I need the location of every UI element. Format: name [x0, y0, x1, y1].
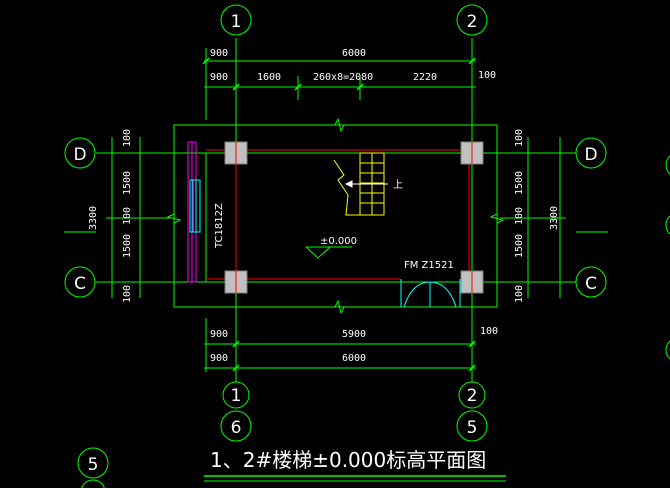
axis-bubble-left-D: [64, 137, 96, 169]
dim-top-overall: 6000: [342, 48, 366, 59]
dim-bottom-overall: 6000: [342, 353, 366, 364]
axis-label-bottom-5: 5: [467, 418, 478, 438]
axis-label-top-1: 1: [231, 12, 242, 32]
dim-bottom-right-small: 100: [480, 326, 498, 337]
break-mark-left: [166, 210, 182, 227]
tick-b3: [232, 364, 240, 372]
dim-right-seg-4: 1500: [514, 234, 525, 258]
axis-bubble-right-C: [575, 266, 607, 298]
axis-label-bottom-6: 6: [231, 418, 242, 438]
elevation-triangle: [305, 246, 331, 259]
axis-bubble-left-C: [64, 266, 96, 298]
stair-arrow-head: [344, 180, 353, 188]
dim-top-seg-3: 2220: [413, 72, 437, 83]
axis-label-bottom-2: 2: [467, 386, 478, 406]
axis-bubble-right-edge-2: [665, 215, 670, 235]
dim-left-seg-2: 1500: [122, 171, 133, 195]
dim-right-seg-5: 100: [514, 285, 525, 303]
break-mark-top: [330, 117, 350, 133]
dim-top-seg-1: 1600: [257, 72, 281, 83]
dim-right-total: 3300: [549, 206, 560, 230]
dim-left-seg-3: 100: [122, 207, 133, 225]
elevation-label: ±0.000: [320, 236, 357, 247]
dim-left-seg-4: 1500: [122, 234, 133, 258]
stair-break: [333, 159, 360, 216]
axis-label-right-C: C: [585, 274, 597, 294]
door-swing-left: [403, 281, 431, 308]
axis-bubble-left-5: [77, 447, 109, 479]
dim-bottom-offset-1: 900: [210, 329, 228, 340]
stair-up-label: 上: [393, 179, 403, 191]
dim-right-seg-1: 100: [514, 129, 525, 147]
axis-bubble-left-extra: [81, 479, 105, 488]
tick-t3: [232, 83, 240, 91]
dim-top-offset-outer: 900: [210, 48, 228, 59]
axis-bubble-bottom-6: [220, 410, 252, 442]
axis-label-top-2: 2: [467, 12, 478, 32]
dim-top-right-small: 100: [478, 70, 496, 81]
axis-bubble-right-edge-1: [665, 155, 670, 175]
tick-b2: [468, 340, 476, 348]
axis-label-left-5: 5: [88, 455, 99, 475]
axis-bubble-right-edge-3: [665, 340, 670, 360]
dim-left-total: 3300: [88, 206, 99, 230]
tick-t5: [356, 83, 364, 91]
door-code-label: FM Z1521: [404, 260, 454, 271]
window-code-label: TC1812Z: [214, 203, 225, 249]
axis-bubble-top-2: [456, 4, 488, 36]
axis-label-left-C: C: [74, 274, 86, 294]
tick-t4: [294, 83, 302, 91]
door-swing-right: [429, 281, 457, 308]
dim-bottom-inner: 5900: [342, 329, 366, 340]
break-mark-bottom: [330, 299, 350, 315]
dim-right-seg-2: 1500: [514, 171, 525, 195]
axis-bubble-top-1: [220, 4, 252, 36]
tick-b4: [468, 364, 476, 372]
inner-wall: [205, 152, 473, 283]
drawing-title: 1、2#楼梯±0.000标高平面图: [210, 448, 486, 472]
dim-right-seg-3: 100: [514, 207, 525, 225]
axis-bubble-bottom-1: [222, 381, 250, 409]
break-mark-right: [489, 210, 505, 227]
window-glass: [189, 179, 201, 233]
axis-label-left-D: D: [73, 145, 86, 165]
tick-b1: [232, 340, 240, 348]
dim-left-seg-5: 100: [122, 285, 133, 303]
tick-t1: [202, 57, 210, 65]
dim-bottom-offset-2: 900: [210, 353, 228, 364]
dim-top-seg-2: 260x8=2080: [313, 72, 373, 83]
axis-bubble-bottom-5: [456, 410, 488, 442]
dim-left-seg-1: 100: [122, 129, 133, 147]
axis-label-right-D: D: [584, 145, 597, 165]
tick-t2: [468, 57, 476, 65]
axis-bubble-bottom-2: [458, 381, 486, 409]
axis-bubble-right-D: [575, 137, 607, 169]
axis-label-bottom-1: 1: [231, 386, 242, 406]
dim-top-offset-inner: 900: [210, 72, 228, 83]
